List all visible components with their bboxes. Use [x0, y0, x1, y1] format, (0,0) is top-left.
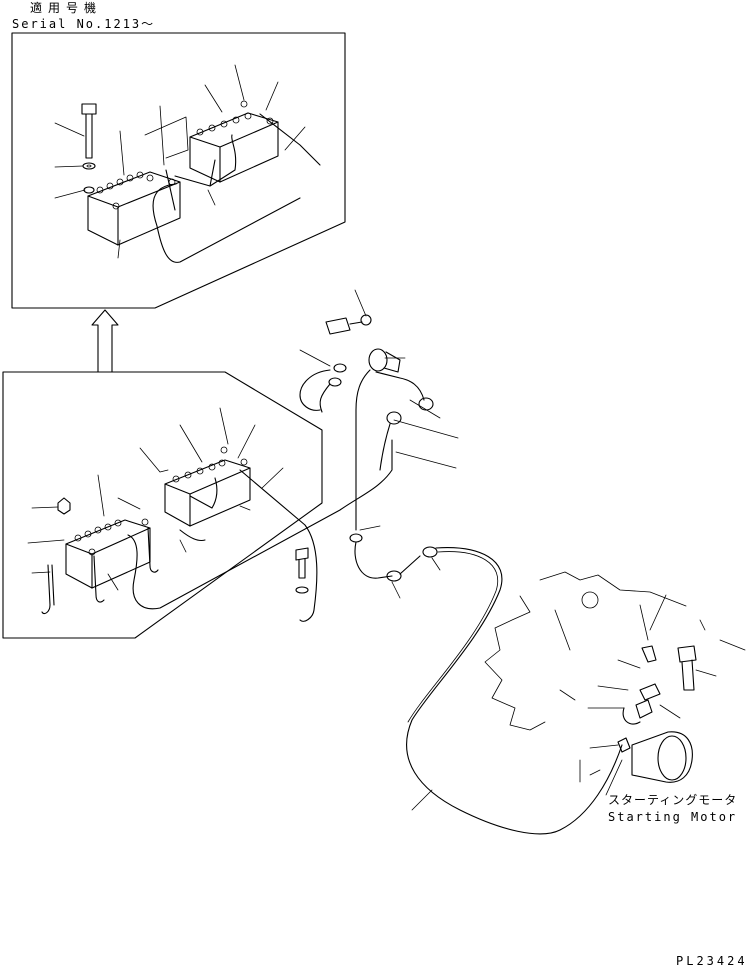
ground-bolt: [295, 547, 309, 594]
starting-motor-label-jp: スターティングモータ: [608, 793, 738, 807]
figure-code: PL23424: [676, 954, 748, 968]
inset-leaders: [54, 64, 306, 259]
main-frame: [2, 371, 323, 639]
main-leaders: [27, 407, 284, 591]
starting-motor: [617, 645, 693, 783]
engine-outline: [484, 571, 746, 783]
inset-frame: [11, 32, 346, 309]
applicable-models-label: 適用号機: [30, 1, 103, 15]
motor-leaders: [587, 594, 717, 796]
inset-hardware: [81, 103, 321, 263]
serial-number-label: Serial No.1213～: [12, 17, 156, 31]
mounting-bolt: [677, 645, 697, 691]
relay-leaders: [299, 289, 459, 599]
battery-relay: [299, 314, 438, 582]
main-hardware: [41, 439, 393, 622]
inset-battery-front: [87, 171, 181, 246]
main-battery-rear: [164, 446, 251, 527]
up-arrow: [91, 309, 119, 373]
starter-cable: [406, 547, 623, 835]
starting-motor-label-en: Starting Motor: [608, 810, 738, 824]
inset-battery-rear: [189, 100, 279, 183]
